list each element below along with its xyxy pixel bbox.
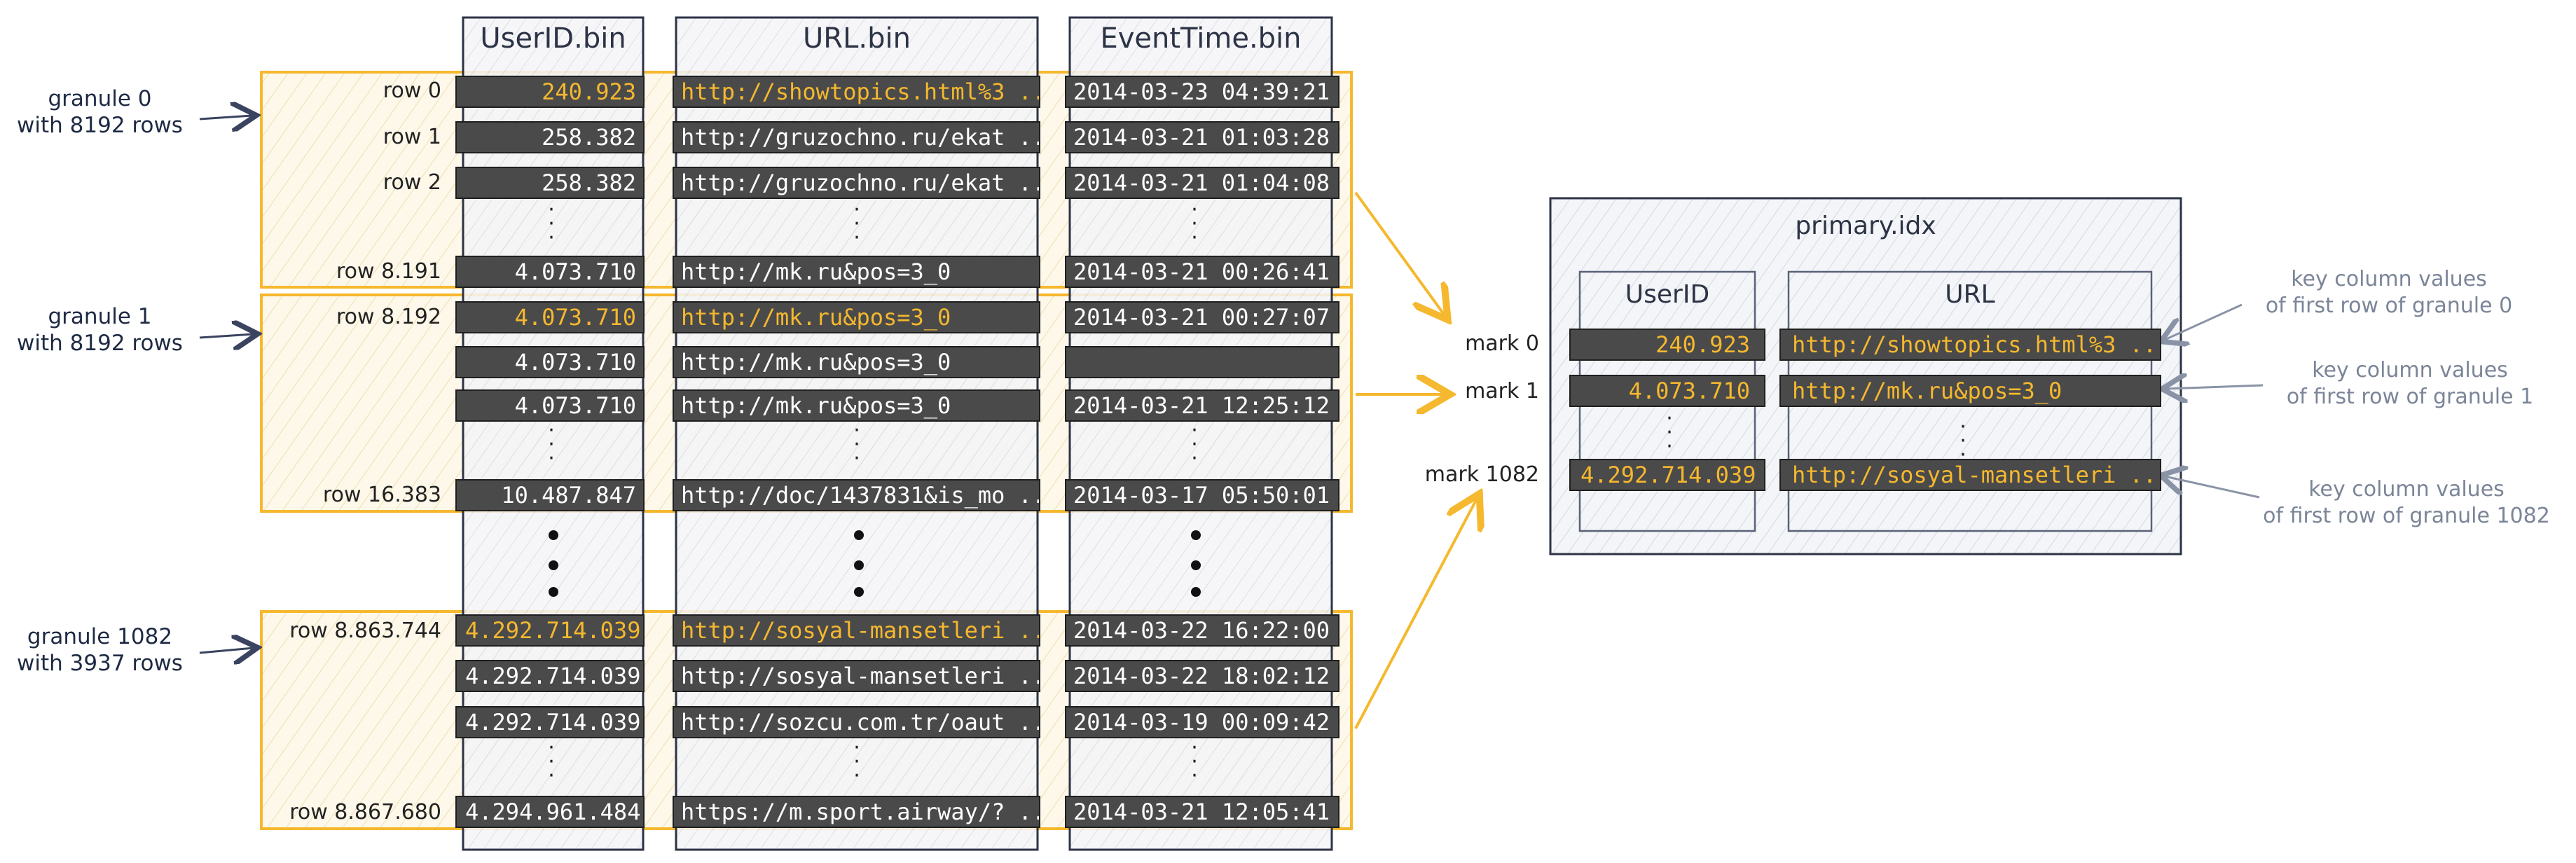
key-note-granule-0: key column values of first row of granul… — [2265, 267, 2513, 318]
row-label: row 2 — [383, 170, 441, 195]
key-note-granule-1082: key column values of first row of granul… — [2263, 477, 2550, 528]
cell-url: http://sozcu.com.tr/oaut ... — [673, 706, 1040, 738]
gap-dot — [1191, 530, 1201, 540]
gap-dot — [549, 587, 558, 597]
cell-time: 2014-03-21 12:25:12 — [1065, 389, 1339, 422]
ellipsis-dots: ··· — [853, 418, 860, 471]
gap-dot — [854, 530, 864, 540]
granule-label-1082: granule 1082 with 3937 rows — [17, 624, 183, 676]
cell-userid: 258.382 — [455, 121, 645, 153]
ellipsis-dots: ··· — [1191, 736, 1198, 788]
pi-cell-userid: 4.073.710 — [1569, 375, 1765, 407]
row-label: row 8.191 — [336, 259, 441, 284]
cell-time: 2014-03-22 16:22:00 — [1065, 614, 1339, 647]
gap-dot — [1191, 560, 1201, 570]
ellipsis-dots: ··· — [548, 198, 555, 250]
cell-url: http://mk.ru&pos=3_0 — [673, 256, 1040, 288]
cell-url: http://gruzochno.ru/ekat ... — [673, 121, 1040, 153]
cell-time: 2014-03-19 00:09:42 — [1065, 706, 1339, 738]
primary-index-title: primary.idx — [1795, 212, 1936, 240]
row-label: row 0 — [383, 78, 441, 103]
cell-userid: 4.294.961.484 — [455, 796, 645, 828]
cell-time: 2014-03-21 00:26:41 — [1065, 256, 1339, 288]
cell-userid: 4.073.710 — [455, 256, 645, 288]
mark-label: mark 0 — [1465, 331, 1539, 356]
gap-dot — [854, 587, 864, 597]
header-url-bin: URL.bin — [803, 22, 911, 55]
cell-userid: 240.923 — [455, 76, 645, 108]
pi-cell-url: http://sosyal-mansetleri ... — [1779, 459, 2161, 491]
ellipsis-dots: ··· — [853, 198, 860, 250]
ellipsis-dots: ··· — [1666, 406, 1673, 459]
ellipsis-dots: ··· — [1959, 415, 1967, 467]
pi-cell-url: http://showtopics.html%3 ... — [1779, 329, 2161, 361]
cell-time — [1065, 346, 1339, 378]
cell-userid: 4.292.714.039 — [455, 706, 645, 738]
cell-time: 2014-03-22 18:02:12 — [1065, 660, 1339, 692]
gap-dot — [549, 560, 558, 570]
granule-label-0: granule 0 with 8192 rows — [17, 86, 183, 138]
cell-time: 2014-03-21 01:03:28 — [1065, 121, 1339, 153]
cell-userid: 4.073.710 — [455, 346, 645, 378]
cell-time: 2014-03-23 04:39:21 — [1065, 76, 1339, 108]
mark-label: mark 1082 — [1424, 462, 1539, 487]
pi-cell-userid: 240.923 — [1569, 329, 1765, 361]
row-label: row 1 — [383, 125, 441, 149]
cell-url: http://mk.ru&pos=3_0 — [673, 301, 1040, 333]
cell-time: 2014-03-21 12:05:41 — [1065, 796, 1339, 828]
key-note-granule-1: key column values of first row of granul… — [2286, 358, 2534, 409]
header-userid-bin: UserID.bin — [480, 22, 626, 55]
row-label: row 8.192 — [336, 305, 441, 329]
mark-label: mark 1 — [1465, 379, 1539, 403]
pi-header-url: URL — [1945, 280, 1995, 309]
gap-dot — [1191, 587, 1201, 597]
ellipsis-dots: ··· — [853, 736, 860, 788]
row-label: row 8.867.680 — [289, 800, 441, 824]
cell-url: http://mk.ru&pos=3_0 — [673, 346, 1040, 378]
gap-dot — [549, 530, 558, 540]
pi-cell-url: http://mk.ru&pos=3_0 — [1779, 375, 2161, 407]
cell-userid: 4.073.710 — [455, 389, 645, 422]
cell-url: https://m.sport.airway/? ... — [673, 796, 1040, 828]
cell-url: http://sosyal-mansetleri ... — [673, 614, 1040, 647]
cell-userid: 258.382 — [455, 167, 645, 199]
ellipsis-dots: ··· — [1191, 198, 1198, 250]
cell-url: http://mk.ru&pos=3_0 — [673, 389, 1040, 422]
pi-cell-userid: 4.292.714.039 — [1569, 459, 1765, 491]
header-eventtime-bin: EventTime.bin — [1100, 22, 1302, 55]
cell-time: 2014-03-21 01:04:08 — [1065, 167, 1339, 199]
cell-url: http://doc/1437831&is_mo ... — [673, 479, 1040, 511]
cell-url: http://sosyal-mansetleri ... — [673, 660, 1040, 692]
ellipsis-dots: ··· — [1191, 418, 1198, 471]
cell-userid: 4.292.714.039 — [455, 660, 645, 692]
granule-label-1: granule 1 with 8192 rows — [17, 304, 183, 356]
ellipsis-dots: ··· — [548, 736, 555, 788]
gap-dot — [854, 560, 864, 570]
cell-url: http://gruzochno.ru/ekat ... — [673, 167, 1040, 199]
ellipsis-dots: ··· — [548, 418, 555, 471]
cell-url: http://showtopics.html%3 ... — [673, 76, 1040, 108]
pi-header-userid: UserID — [1625, 280, 1710, 309]
cell-userid: 4.292.714.039 — [455, 614, 645, 647]
cell-time: 2014-03-17 05:50:01 — [1065, 479, 1339, 511]
cell-userid: 4.073.710 — [455, 301, 645, 333]
row-label: row 8.863.744 — [289, 619, 441, 643]
row-label: row 16.383 — [322, 483, 441, 507]
cell-time: 2014-03-21 00:27:07 — [1065, 301, 1339, 333]
cell-userid: 10.487.847 — [455, 479, 645, 511]
